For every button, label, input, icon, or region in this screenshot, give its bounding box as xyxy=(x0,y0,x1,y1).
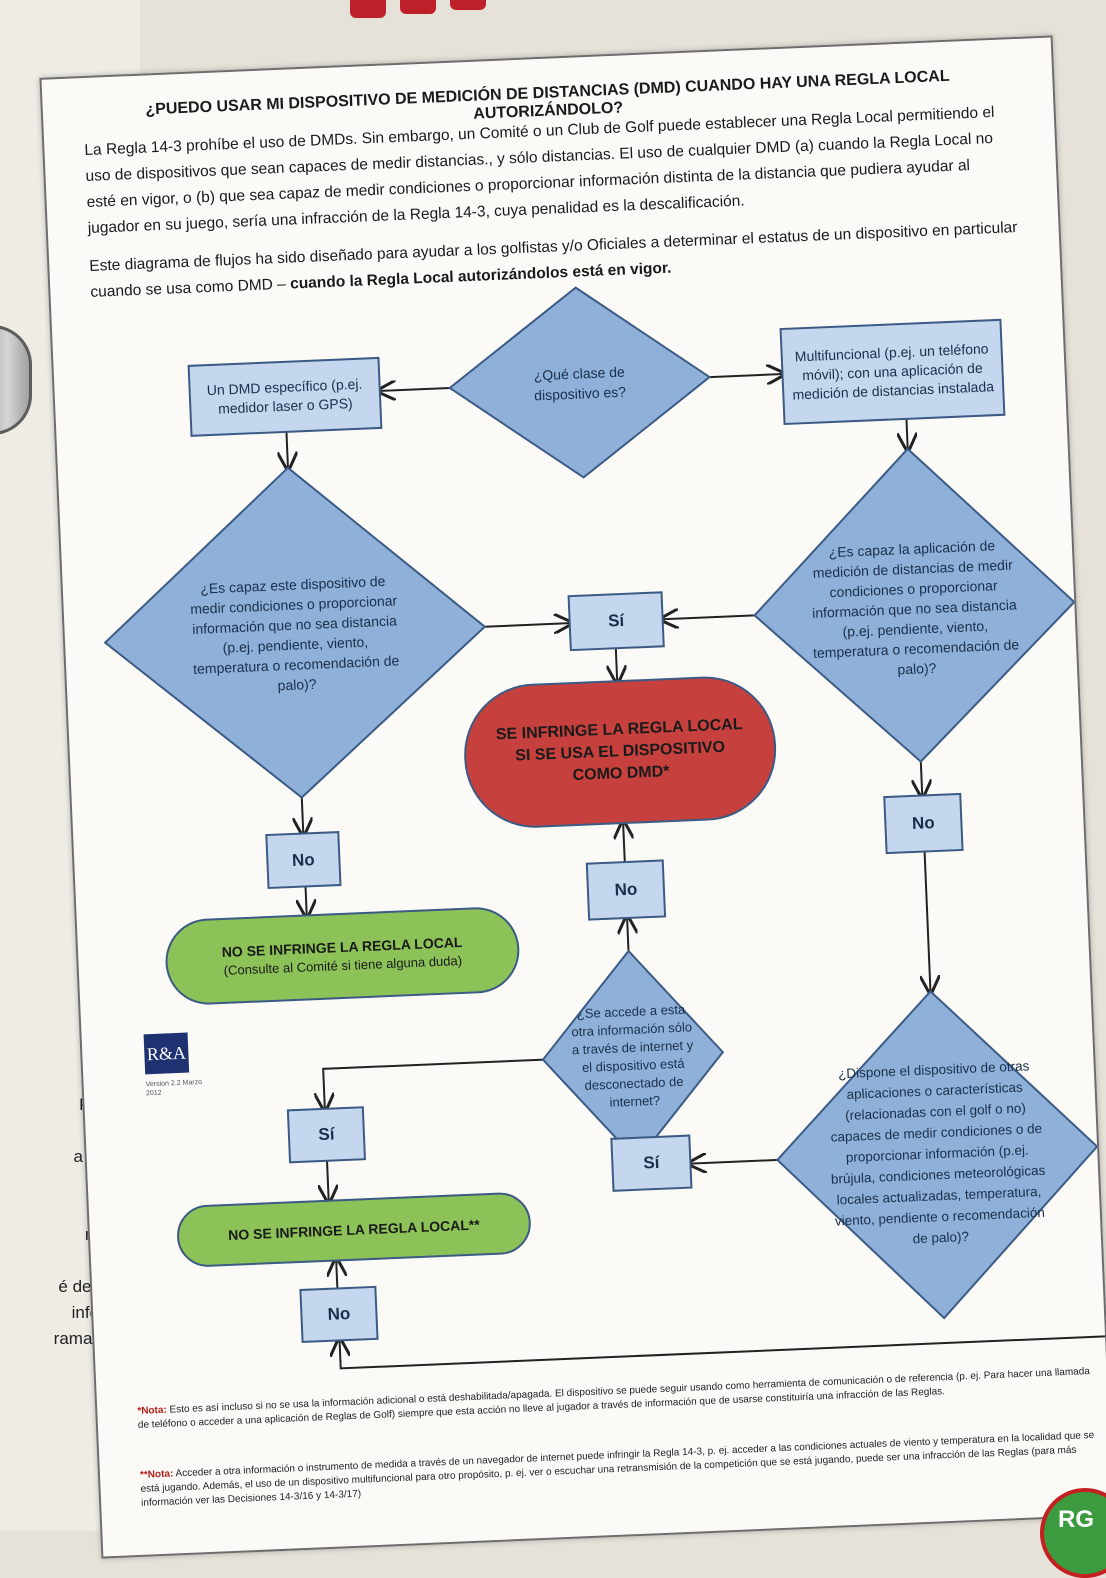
note-1-label: *Nota: xyxy=(137,1404,168,1417)
result-green-top-label: NO SE INFRINGE LA REGLA LOCAL (Consulte … xyxy=(177,913,508,999)
diamond-right-label: ¿Es capaz la aplicación de medición de d… xyxy=(811,537,1020,678)
box-si-top-label: Sí xyxy=(607,610,625,631)
magazine-headline-fragment xyxy=(340,0,600,18)
flowchart-diagram: ¿Qué clase de dispositivo es? Un DMD esp… xyxy=(41,38,1106,1557)
diamond-left-question xyxy=(103,466,487,799)
result-green-bottom xyxy=(177,1192,531,1267)
box-specific-dmd-label: Un DMD específico (p.ej. medidor laser o… xyxy=(206,375,363,417)
box-specific-dmd xyxy=(187,356,383,437)
diamond-left-label: ¿Es capaz este dispositivo de medir cond… xyxy=(189,572,400,694)
box-no-bottom-label: No xyxy=(327,1303,351,1324)
box-no-right xyxy=(883,792,964,855)
result-green-top xyxy=(165,907,520,1005)
diamond-internet-label: ¿Se accede a esta otra información sólo … xyxy=(571,1001,694,1110)
box-si-right xyxy=(610,1134,693,1192)
box-si-top xyxy=(567,591,665,652)
box-no-left xyxy=(265,830,342,890)
box-multifunction-label: Multifuncional (p.ej. un teléfono móvil)… xyxy=(792,339,995,403)
box-si-left xyxy=(286,1106,367,1164)
flowchart-shapes xyxy=(103,286,1106,1370)
box-no-right-label: No xyxy=(911,813,936,833)
flowchart-sheet: ¿PUEDO USAR MI DISPOSITIVO DE MEDICIÓN D… xyxy=(39,35,1106,1559)
box-si-left-label: Sí xyxy=(317,1124,335,1145)
diamond-other-apps xyxy=(775,989,1099,1320)
diamond-device-type xyxy=(448,286,712,479)
diamond-other-apps-label: ¿Dispone el dispositivo de otras aplicac… xyxy=(830,1057,1046,1246)
box-no-left-label: No xyxy=(291,849,316,870)
box-no-center xyxy=(585,859,667,921)
diamond-right-question xyxy=(753,447,1076,763)
box-si-right-label: Sí xyxy=(642,1152,660,1173)
box-multifunction xyxy=(779,318,1006,426)
connector-lines xyxy=(285,362,1106,1370)
randa-logo: R&A xyxy=(143,1032,190,1075)
diamond-device-type-label: ¿Qué clase de dispositivo es? xyxy=(533,363,627,403)
box-no-center-label: No xyxy=(614,879,638,900)
note-2-label: **Nota: xyxy=(139,1468,174,1481)
rangefinder-photo xyxy=(0,325,32,435)
result-red-infringe xyxy=(464,676,777,828)
result-red-label: SE INFRINGE LA REGLA LOCAL SI SE USA EL … xyxy=(495,716,743,785)
box-no-bottom xyxy=(299,1285,379,1344)
version-text: Version 2.2 Marzo 2012 xyxy=(145,1078,203,1098)
